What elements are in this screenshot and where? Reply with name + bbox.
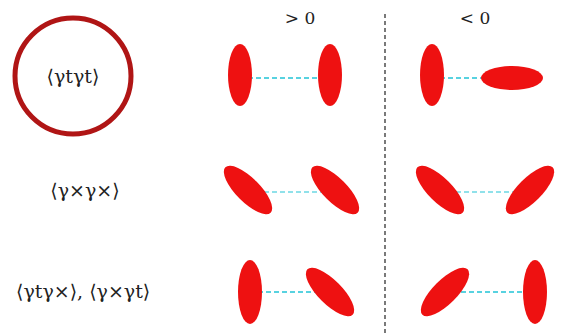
row-tt — [228, 44, 543, 106]
row-tx — [238, 260, 547, 324]
sign-heading: < 0 — [460, 8, 490, 28]
sign-heading: > 0 — [285, 8, 315, 28]
correlation-label: ⟨γ×γ×⟩ — [50, 179, 119, 202]
row-xx — [217, 159, 561, 221]
correlation-label: ⟨γtγt⟩ — [47, 65, 100, 88]
divider-line — [384, 14, 385, 334]
highlight-circle: ⟨γtγt⟩ — [11, 14, 135, 138]
correlation-label: ⟨γtγ×⟩, ⟨γ×γt⟩ — [16, 280, 150, 303]
